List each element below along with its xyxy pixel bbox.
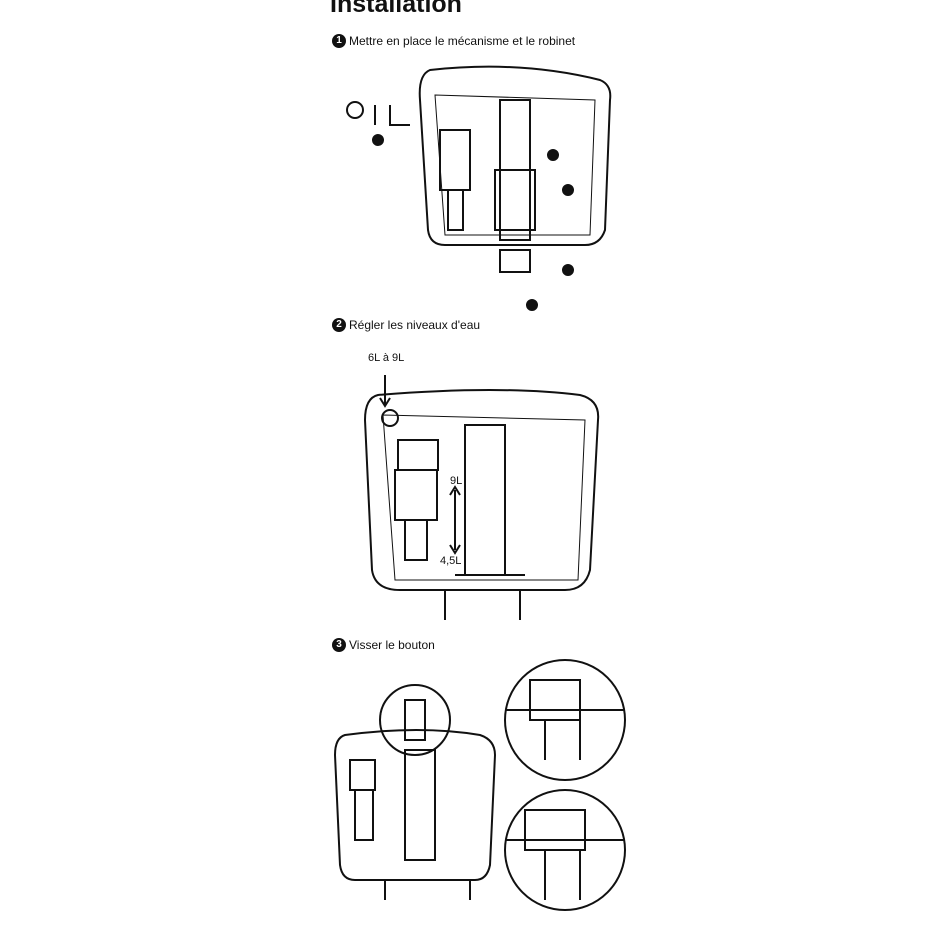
page-title: Installation [330, 0, 462, 18]
high-level-label: 9L [450, 475, 463, 487]
step-label: Visser le bouton [349, 638, 435, 652]
step-number: 2 [332, 318, 346, 332]
low-level-label: 4,5L [440, 555, 462, 567]
step2-tank-illustration [363, 375, 600, 620]
step-number: 3 [332, 638, 346, 652]
step-3-heading: 3 Visser le bouton [332, 638, 435, 652]
step-2-heading: 2 Régler les niveaux d'eau [332, 318, 480, 332]
step-label: Mettre en place le mécanisme et le robin… [349, 34, 576, 48]
step-1-heading: 1 Mettre en place le mécanisme et le rob… [332, 34, 575, 48]
water-level-range-label: 6L à 9L [368, 352, 405, 364]
step-label: Régler les niveaux d'eau [349, 318, 481, 332]
step1-tank-illustration [346, 65, 612, 311]
step-number: 1 [332, 34, 346, 48]
step3-tank-illustration [333, 659, 626, 911]
